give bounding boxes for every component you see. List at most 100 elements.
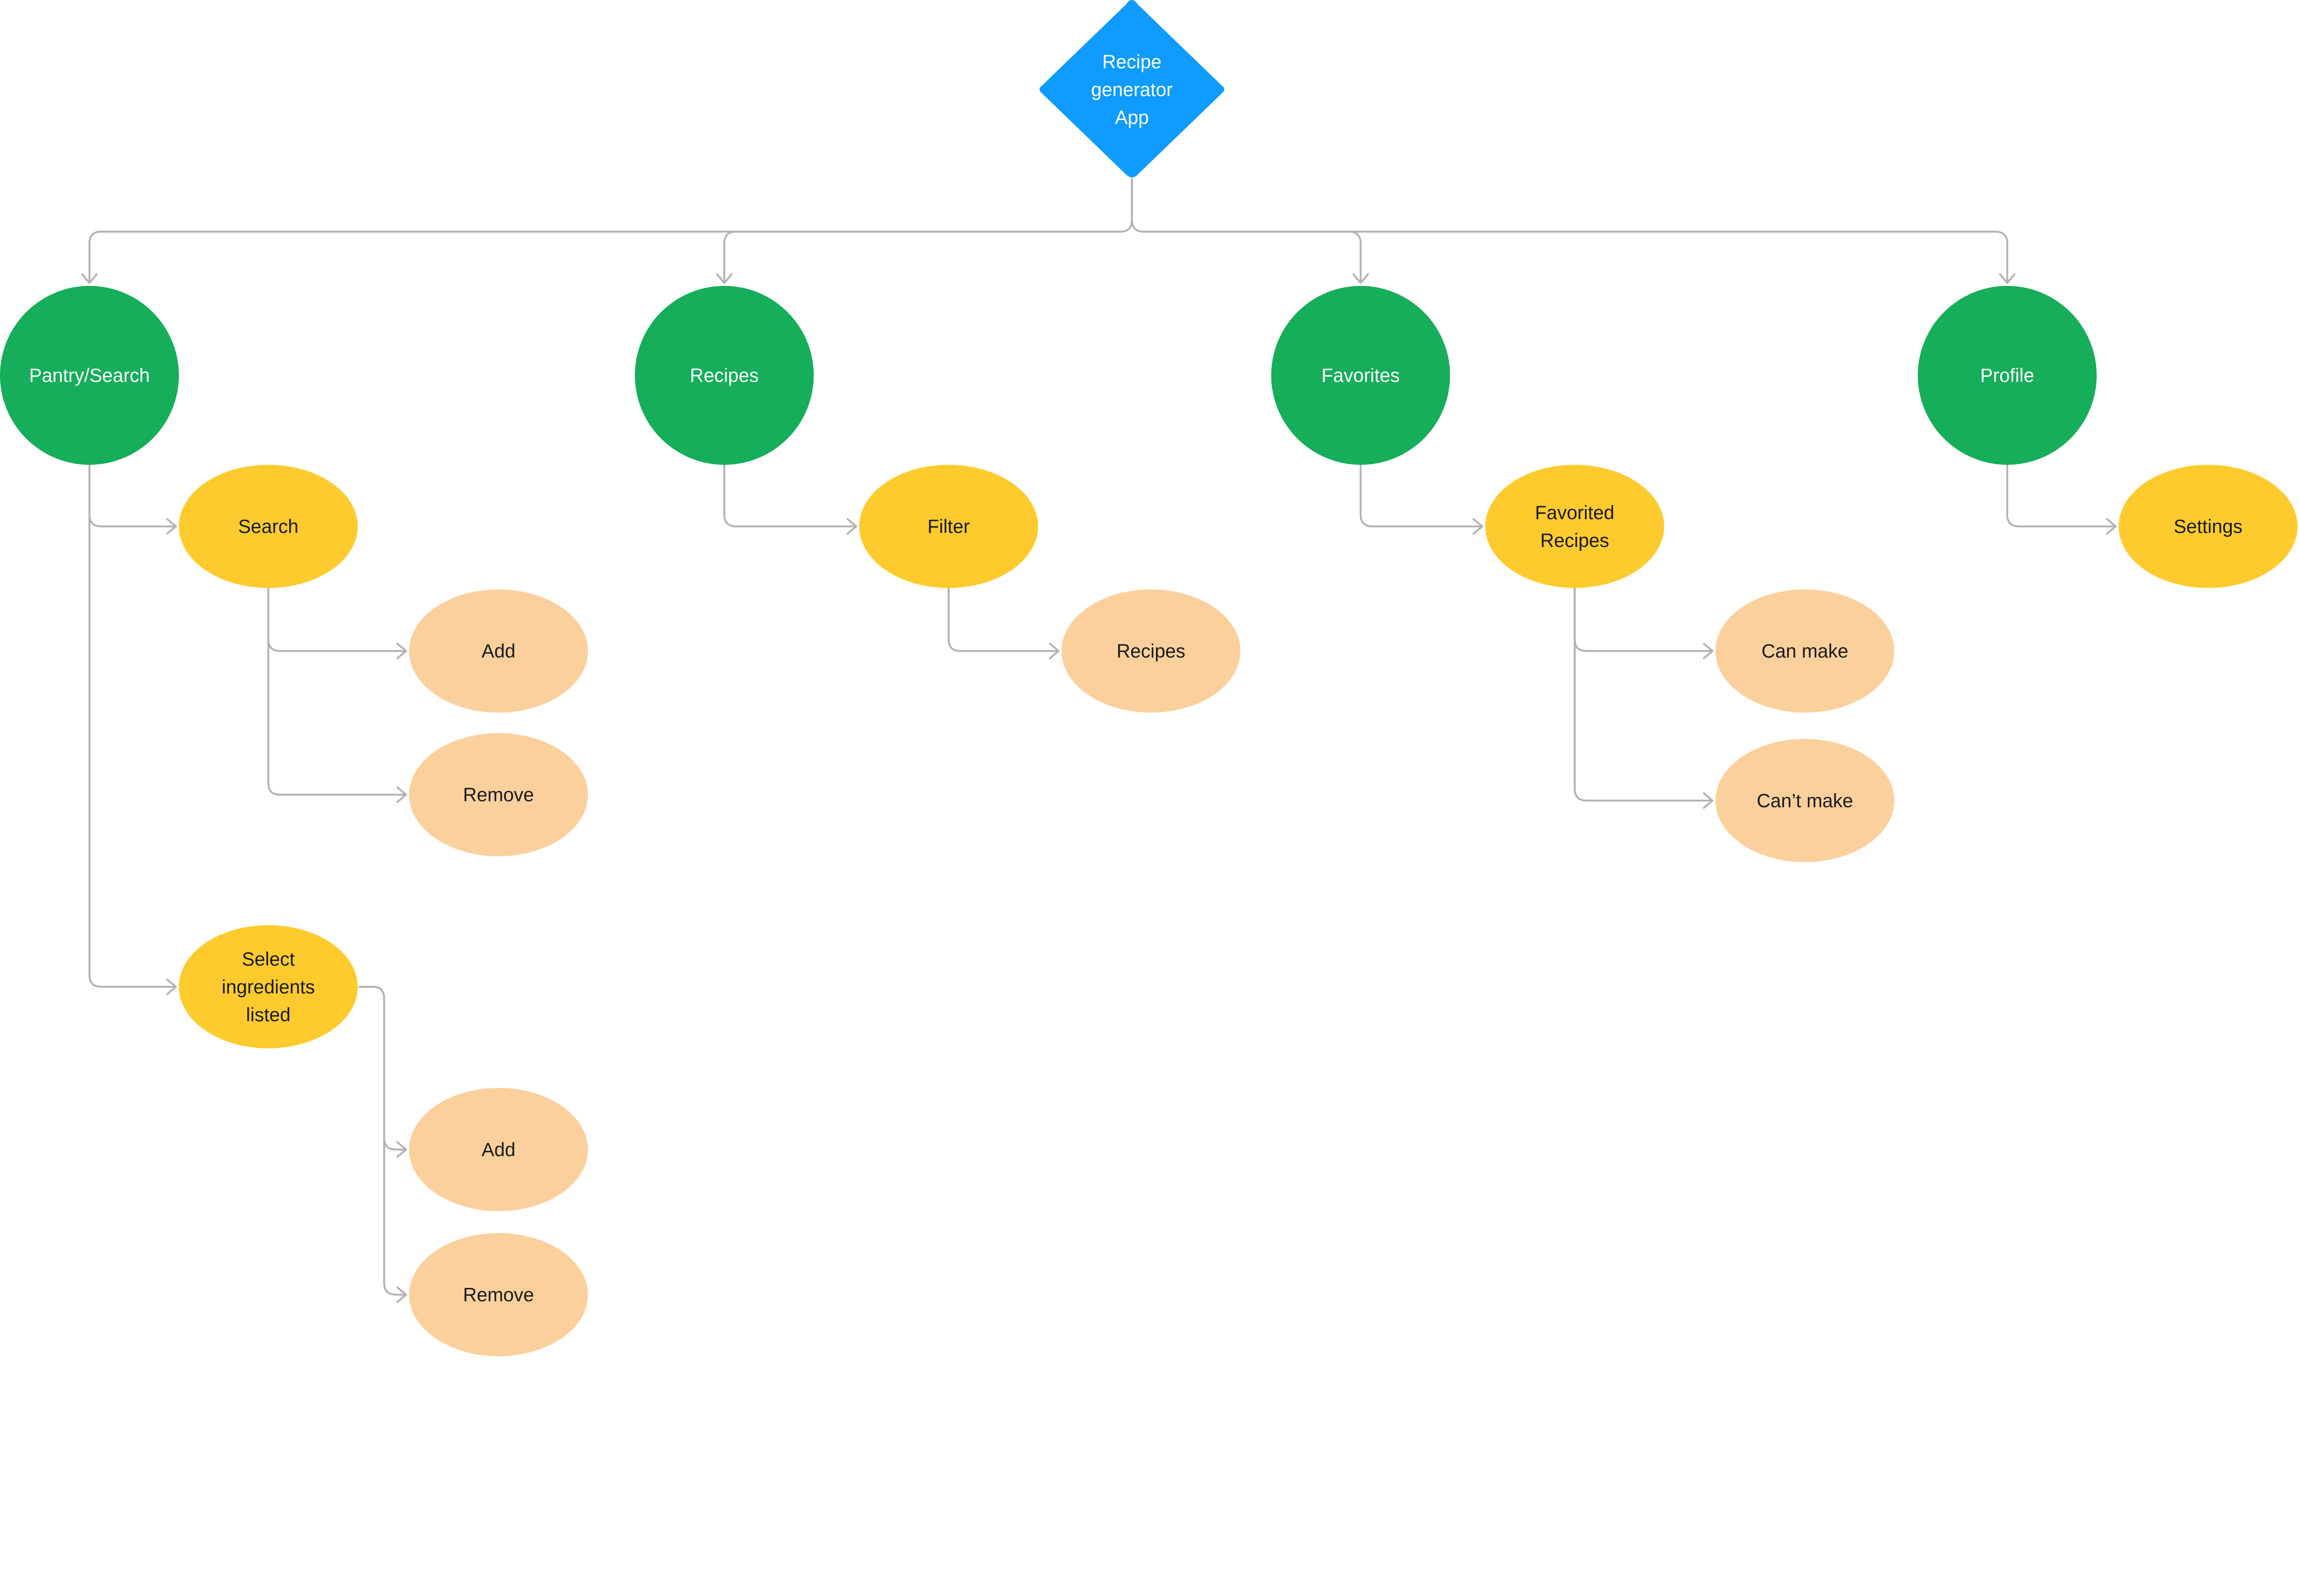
node-select-remove[interactable]: Remove <box>409 1233 588 1356</box>
arrowhead-icon <box>716 273 733 284</box>
ellipse-shape <box>409 1088 588 1211</box>
ellipse-shape <box>859 464 1038 588</box>
node-label: Select ingredients listed <box>222 948 315 1025</box>
node-label: Filter <box>927 515 970 537</box>
node-recipes[interactable]: Recipes <box>635 286 814 465</box>
connector-favorites-favorited <box>1360 463 1483 527</box>
node-label-line: Filter <box>927 515 970 537</box>
connector-search-search-add <box>267 587 407 652</box>
node-label-line: Recipes <box>1116 640 1185 662</box>
connector-favorited-cant-make <box>1573 587 1714 802</box>
node-label: Add <box>481 640 515 662</box>
arrowhead-icon <box>396 642 407 659</box>
node-label-line: Favorited <box>1535 502 1614 523</box>
node-label-line: Recipe <box>1102 51 1161 72</box>
arrowhead-icon <box>81 273 98 284</box>
node-label-line: Can’t make <box>1757 789 1853 811</box>
node-filter[interactable]: Filter <box>859 464 1038 588</box>
node-label-line: Pantry/Search <box>29 365 150 386</box>
ellipse-shape <box>409 1233 588 1356</box>
arrowhead-icon <box>846 518 858 535</box>
node-label-line: Profile <box>1980 365 2034 386</box>
connector-select-select-add <box>358 985 407 1151</box>
node-label-line: Can make <box>1761 640 1848 662</box>
node-search-remove[interactable]: Remove <box>409 733 588 857</box>
circle-shape <box>0 286 179 465</box>
ellipse-shape <box>2118 464 2298 588</box>
ellipse-shape <box>1715 739 1894 862</box>
arrowhead-icon <box>1703 792 1714 809</box>
connector-pantry-select <box>88 463 177 988</box>
arrowhead-icon <box>1352 273 1369 284</box>
ellipse-shape <box>179 464 358 588</box>
connector-recipes-filter <box>723 463 858 527</box>
node-label: Recipes <box>690 365 759 386</box>
node-label-line: Favorites <box>1321 365 1400 386</box>
node-label-line: Add <box>481 640 515 662</box>
ellipse-shape <box>409 733 588 857</box>
connector-select-select-remove <box>358 985 407 1296</box>
ellipse-shape <box>179 925 358 1048</box>
node-label-line: Search <box>238 515 298 537</box>
node-label-line: Add <box>481 1138 515 1160</box>
node-label: Remove <box>463 1284 534 1305</box>
arrowhead-icon <box>1703 642 1714 659</box>
arrowhead-icon <box>1049 642 1060 659</box>
connector-filter-filter-recipes <box>948 587 1060 652</box>
arrowhead-icon <box>1999 273 2016 284</box>
connector-root-favorites <box>1131 177 1362 284</box>
circle-shape <box>1917 286 2097 465</box>
node-label: Can make <box>1761 640 1848 662</box>
node-profile[interactable]: Profile <box>1917 286 2097 465</box>
node-label-line: Select <box>242 948 295 970</box>
node-label-line: ingredients <box>222 976 315 997</box>
node-cant-make[interactable]: Can’t make <box>1715 739 1894 862</box>
node-label: Pantry/Search <box>29 365 150 386</box>
arrowhead-icon <box>166 518 177 535</box>
node-select-add[interactable]: Add <box>409 1088 588 1211</box>
arrowhead-icon <box>166 978 177 995</box>
node-search-add[interactable]: Add <box>409 589 588 713</box>
node-label-line: App <box>1115 106 1149 128</box>
node-label: Settings <box>2173 515 2242 537</box>
node-label-line: Recipes <box>690 365 759 386</box>
connector-pantry-search <box>88 463 177 527</box>
ellipse-shape <box>1061 589 1241 713</box>
node-can-make[interactable]: Can make <box>1715 589 1894 713</box>
connector-search-search-remove <box>267 587 407 796</box>
node-label-line: Recipes <box>1540 529 1609 551</box>
circle-shape <box>635 286 814 465</box>
node-label-line: Remove <box>463 1284 534 1305</box>
node-label: Recipes <box>1116 640 1185 662</box>
arrowhead-icon <box>396 1286 407 1303</box>
node-favorites[interactable]: Favorites <box>1271 286 1450 465</box>
node-label: Add <box>481 1138 515 1160</box>
node-select[interactable]: Select ingredients listed <box>179 925 358 1048</box>
connector-profile-settings <box>2006 463 2117 527</box>
ellipse-shape <box>1715 589 1894 713</box>
circle-shape <box>1271 286 1450 465</box>
ellipse-shape <box>1485 464 1664 588</box>
arrowhead-icon <box>1472 518 1483 535</box>
node-label-line: Remove <box>463 784 534 806</box>
node-label: Search <box>238 515 298 537</box>
node-label-line: listed <box>246 1004 291 1025</box>
diamond-shape <box>1039 0 1224 177</box>
node-label: Profile <box>1980 365 2034 386</box>
arrowhead-icon <box>2106 518 2117 535</box>
node-search[interactable]: Search <box>179 464 358 588</box>
node-settings[interactable]: Settings <box>2118 464 2298 588</box>
connector-root-pantry <box>88 177 1133 284</box>
connectors <box>81 177 2117 1303</box>
ellipse-shape <box>409 589 588 713</box>
node-label: Remove <box>463 784 534 806</box>
node-label-line: Settings <box>2173 515 2242 537</box>
node-filter-recipes[interactable]: Recipes <box>1061 589 1241 713</box>
node-pantry[interactable]: Pantry/Search <box>0 286 179 465</box>
arrowhead-icon <box>396 786 407 803</box>
